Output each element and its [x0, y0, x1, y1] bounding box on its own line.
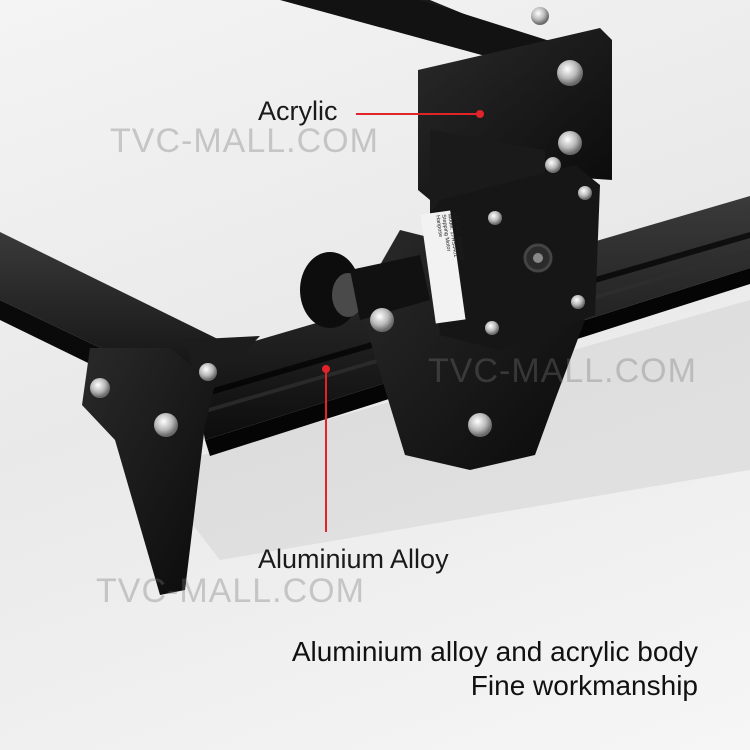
corner-bracket	[82, 348, 215, 595]
watermark: TVC-MALL.COM	[110, 122, 379, 160]
stepper-motor-face	[430, 165, 600, 350]
callout-label-alloy: Aluminium Alloy	[258, 544, 449, 574]
callout-label-acrylic: Acrylic	[258, 96, 338, 126]
motor-label-line2: Stepping Motor	[440, 214, 451, 252]
callout-dot	[476, 110, 484, 118]
caption-line-2: Fine workmanship	[470, 670, 698, 701]
callout-leader-line	[325, 372, 327, 532]
motor-label-line1: Hanpose	[434, 215, 443, 238]
watermark: TVC-MALL.COM	[428, 352, 697, 390]
motor-label	[420, 210, 466, 324]
callout-dot	[322, 365, 330, 373]
caption-line-1: Aluminium alloy and acrylic body	[291, 636, 698, 667]
watermark: TVC-MALL.COM	[96, 572, 365, 610]
screws	[90, 7, 592, 437]
callout-leader-line	[356, 113, 480, 115]
